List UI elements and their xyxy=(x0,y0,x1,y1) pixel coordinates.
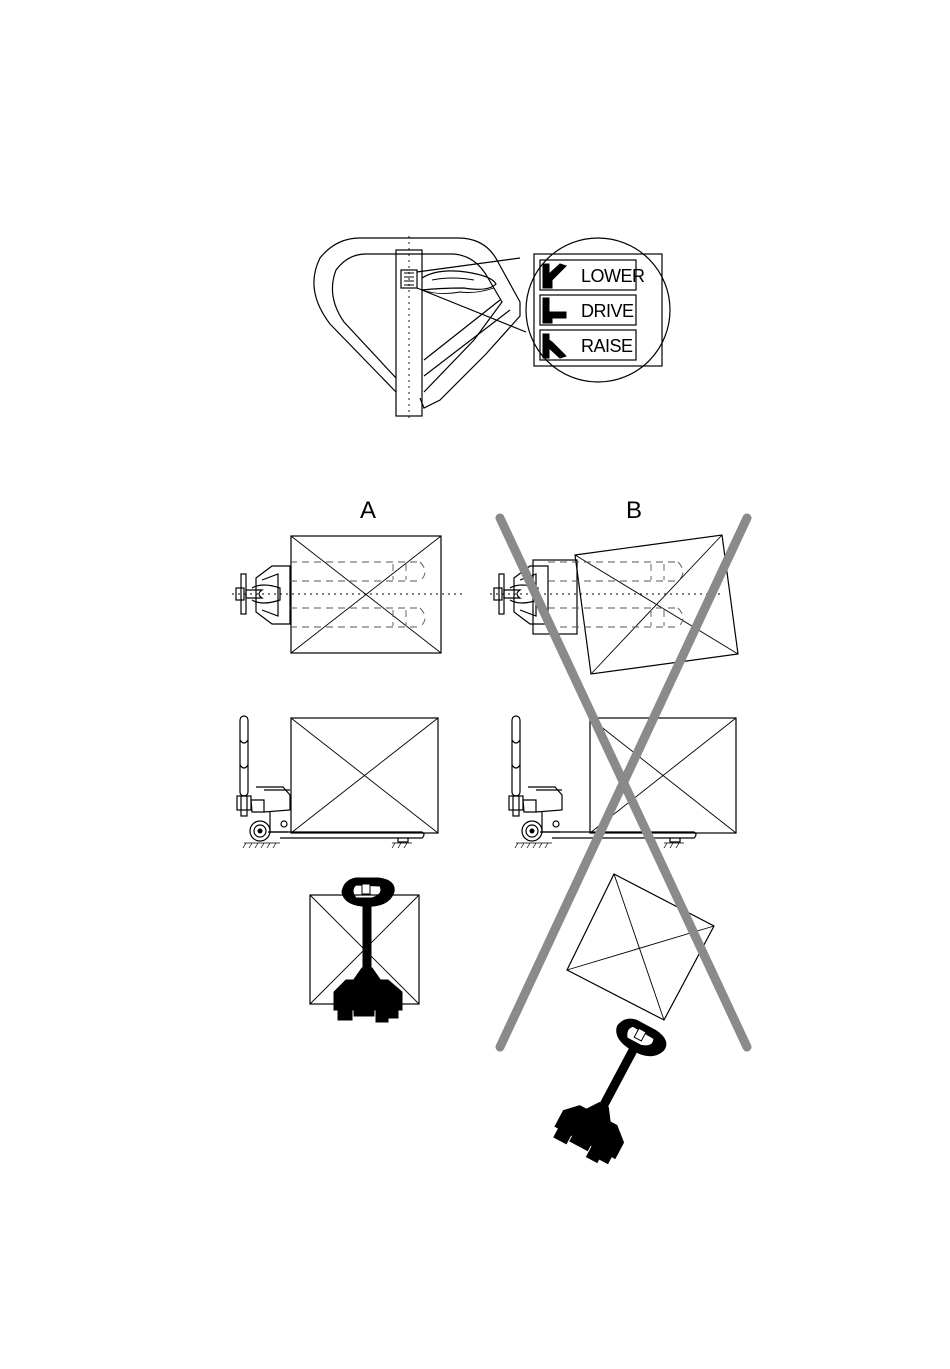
lever-raise-icon xyxy=(543,334,566,358)
handle-detail: LOWER DRIVE RAISE xyxy=(314,236,670,418)
column-a-label: A xyxy=(360,497,376,524)
correct-side-view xyxy=(237,716,438,848)
lower-label: LOWER xyxy=(581,266,645,286)
correct-rear-view xyxy=(310,878,419,1022)
plate-drive: DRIVE xyxy=(540,295,636,325)
incorrect-top-view xyxy=(490,535,738,674)
raise-label: RAISE xyxy=(581,336,633,356)
drive-label: DRIVE xyxy=(581,301,634,321)
cross-out-mark-icon xyxy=(500,518,747,1047)
column-b-label: B xyxy=(626,497,642,524)
correct-load-column xyxy=(232,536,462,1022)
plate-raise: RAISE xyxy=(540,330,636,360)
lever-lower-icon xyxy=(543,264,566,288)
lever-drive-icon xyxy=(543,298,566,323)
incorrect-load-column xyxy=(490,518,747,1169)
correct-top-view xyxy=(232,536,462,653)
plate-lower: LOWER xyxy=(540,260,645,290)
